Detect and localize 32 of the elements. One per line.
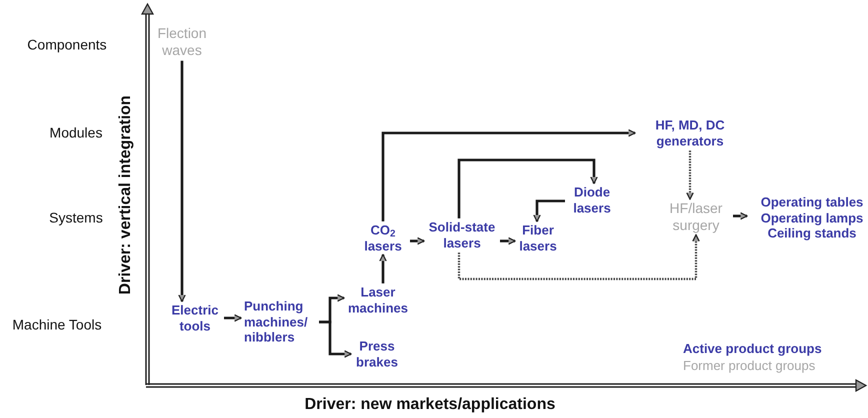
axis-title: Driver: new markets/applications [304, 395, 556, 415]
product-label: Diode lasers [567, 184, 617, 216]
legend-entry: Active product groups [683, 340, 822, 358]
product-label: Electric tools [169, 302, 221, 334]
former-product-label: Flection waves [147, 25, 217, 59]
product-label: HF, MD, DC generators [638, 117, 742, 149]
arrow [224, 314, 242, 322]
level-label: Systems [49, 208, 103, 228]
arrow [458, 158, 598, 218]
arrow [178, 60, 186, 302]
product-label: Laser machines [347, 284, 409, 316]
arrow [410, 237, 425, 245]
arrow [379, 254, 387, 284]
product-label: Operating tables Operating lamps Ceiling stands [748, 194, 868, 242]
level-label: Modules [50, 124, 102, 142]
arrow [533, 200, 565, 222]
product-label: Fiber lasers [517, 222, 559, 254]
arrow [733, 212, 748, 220]
product-label: Press brakes [354, 338, 400, 370]
arrow [382, 129, 636, 222]
dotted-arrow [686, 150, 694, 200]
former-product-label: HF/laser surgery [661, 200, 731, 234]
product-label: CO$_{2}$ lasers [358, 222, 408, 254]
level-label: Components [27, 36, 107, 54]
arrow [500, 237, 516, 245]
legend-entry: Former product groups [683, 357, 816, 375]
arrow [319, 320, 352, 358]
product-label: Punching machines/ nibblers [244, 298, 318, 346]
product-label: Solid-state lasers [426, 219, 498, 251]
dotted-arrow [458, 234, 700, 280]
axis-title: Driver: vertical integration [116, 95, 135, 295]
level-label: Machine Tools [12, 316, 102, 334]
